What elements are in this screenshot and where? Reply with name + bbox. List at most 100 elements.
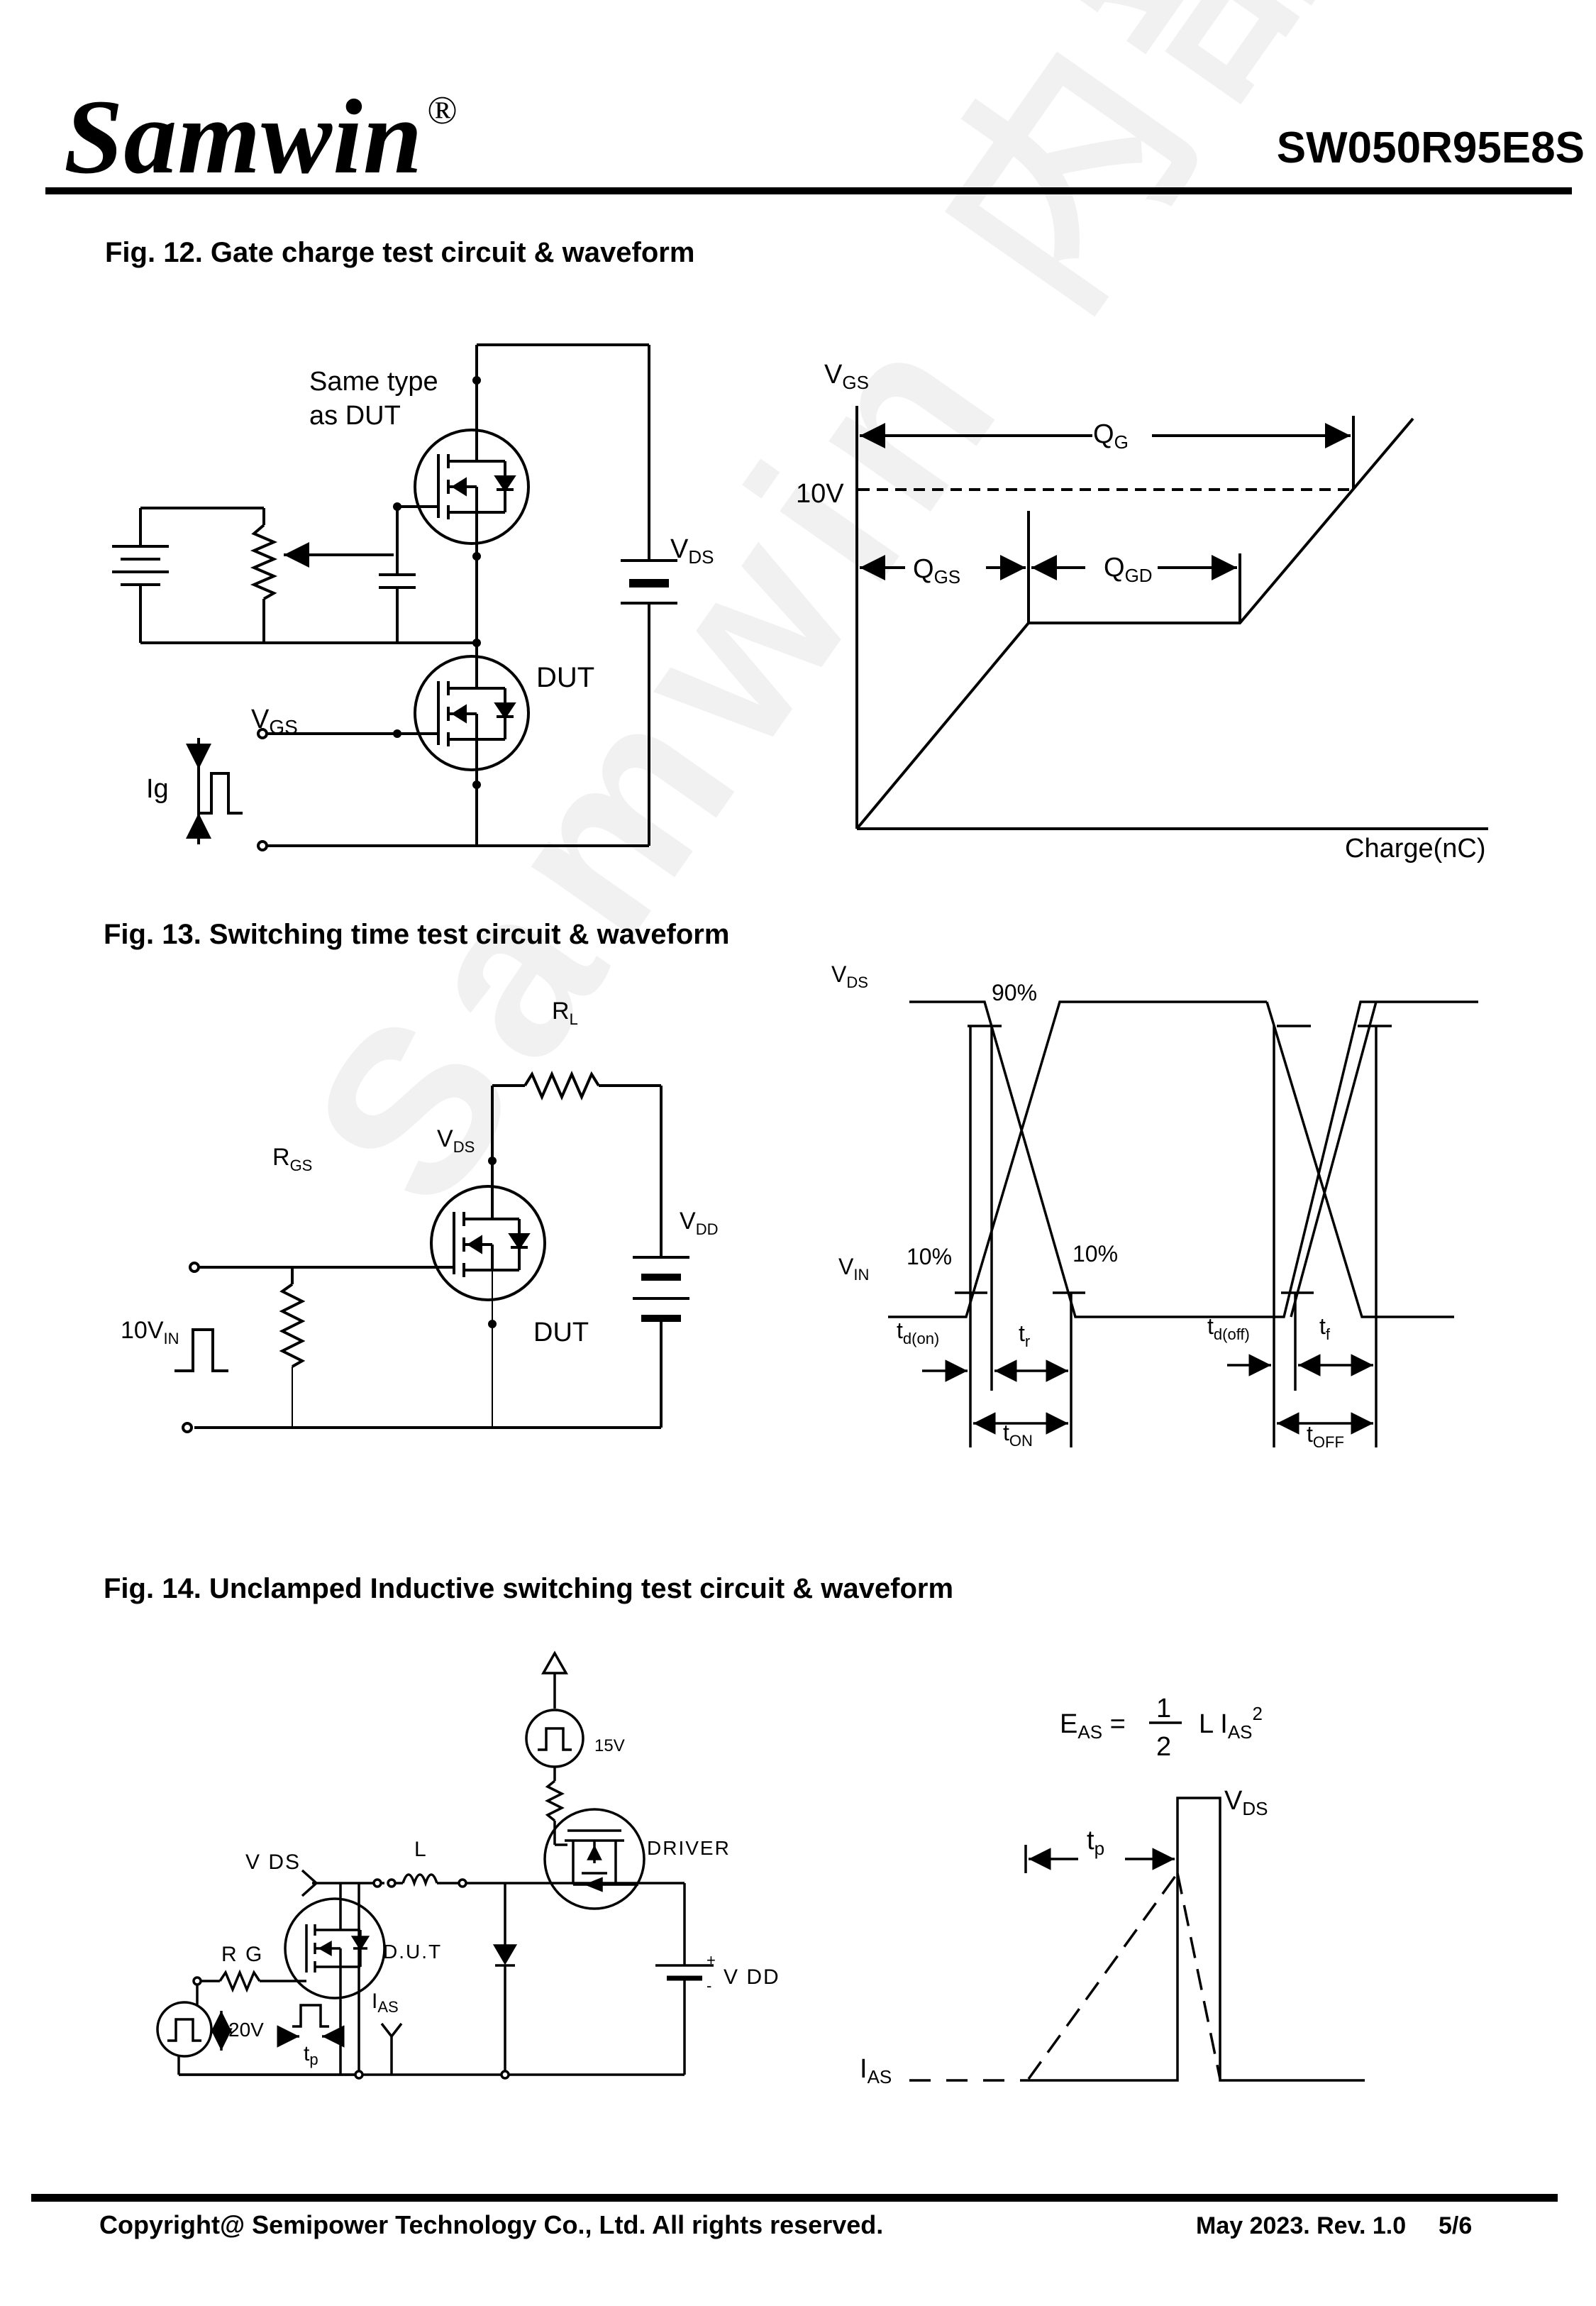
fig14-rg-resistor-icon — [218, 1969, 261, 1993]
fig13-rl-label: RL — [552, 998, 578, 1028]
fig13-vin-label: 10VIN — [121, 1317, 179, 1347]
fig14-tp-pulse-icon — [292, 2004, 329, 2028]
fig12-circuit-labels: Same type as DUT VDS DUT VGS Ig — [146, 367, 714, 804]
fig12-ig-pulse-icon — [186, 738, 243, 844]
fig14-vdd-battery-icon — [655, 1964, 714, 1981]
fig13-vin-wave-label: VIN — [838, 1254, 869, 1284]
fig14-15v-label: 15V — [594, 1736, 625, 1755]
fig13-junction-dots — [488, 1157, 497, 1328]
fig13-tr-label: tr — [1019, 1320, 1030, 1350]
fig12-potentiometer-icon — [250, 524, 278, 600]
fig14-vds-wave-label: VDS — [1224, 1786, 1268, 1819]
fig14-vds-trace — [1027, 1797, 1365, 2082]
part-number: SW050R95E8S — [1276, 123, 1585, 172]
fig14-circuit — [156, 1650, 714, 2080]
fig14-tp-label: tp — [304, 2042, 318, 2068]
fig14-circuit-labels: 15V DRIVER V DS L R G D.U.T IAS 20V tp V… — [221, 1736, 780, 2068]
fig12-junction-dots — [393, 376, 481, 789]
footer-copyright: Copyright@ Semipower Technology Co., Ltd… — [99, 2210, 884, 2239]
fig12-vgs-curve — [855, 417, 1414, 830]
fig13-dut-label: DUT — [533, 1318, 589, 1347]
fig14-ias-wave-label: IAS — [860, 2054, 892, 2087]
fig14-eas-label: EAS = — [1060, 1709, 1126, 1743]
fig13-dut-mosfet-icon — [430, 1157, 546, 1301]
fig14-title: Fig. 14. Unclamped Inductive switching t… — [104, 1573, 954, 1604]
fig13-vin-trace — [888, 1002, 1454, 1317]
footer-page-number: 5/6 — [1439, 2212, 1473, 2239]
fig12-vds-battery-icon — [621, 559, 677, 605]
fig13-vds-wave-label: VDS — [831, 961, 868, 991]
registered-mark: ® — [427, 89, 458, 133]
fig13-rgs-label: RGS — [272, 1144, 312, 1174]
fig14-ias-fall — [1176, 1872, 1221, 2080]
footer-rule — [31, 2194, 1558, 2202]
fig13-10pct-label-b: 10% — [1073, 1241, 1118, 1267]
footer-date-rev: May 2023. Rev. 1.0 — [1196, 2212, 1407, 2239]
fig13-waveform-labels: VDS 90% VIN 10% 10% td(on) tr td(off) tf… — [831, 961, 1344, 1451]
fig13-rl-resistor-icon — [523, 1071, 600, 1100]
fig13-vin-pulse-icon — [174, 1328, 228, 1372]
fig14-half-denominator: 2 — [1156, 1732, 1171, 1762]
fig12-vgs-label: VGS — [251, 705, 298, 738]
fig12-as-dut-label: as DUT — [309, 401, 401, 431]
fig12-charge-axis-label: Charge(nC) — [1345, 834, 1486, 864]
samwin-logo: Samwin® — [64, 84, 458, 190]
fig13-10pct-label-a: 10% — [907, 1244, 952, 1269]
fig13-circuit — [174, 1071, 689, 1433]
fig14-rg-label: R G — [221, 1943, 263, 1966]
fig13-toff-label: tOFF — [1307, 1421, 1344, 1451]
fig14-vdd-label: V DD — [724, 1965, 780, 1989]
fig14-freewheel-diode-icon — [492, 1883, 518, 2075]
fig14-dut-mosfet-icon — [284, 1883, 386, 1999]
fig12-waveform — [855, 406, 1488, 830]
fig13-vdd-battery-icon — [633, 1256, 689, 1322]
fig12-qg-label: QG — [1093, 419, 1129, 453]
fig14-driver-mosfet-icon — [543, 1808, 645, 1910]
fig14-driver-label: DRIVER — [647, 1837, 731, 1859]
fig12-battery-icon — [112, 545, 169, 586]
fig12-qgs-label: QGS — [913, 554, 960, 587]
fig14-l-ias-label: L IAS2 — [1199, 1703, 1263, 1743]
fig14-minus-label: - — [706, 1977, 711, 1995]
fig13-tdoff-label: td(off) — [1207, 1313, 1250, 1343]
fig13-title: Fig. 13. Switching time test circuit & w… — [104, 919, 730, 950]
fig13-vdd-label: VDD — [680, 1208, 718, 1238]
fig12-title: Fig. 12. Gate charge test circuit & wave… — [105, 237, 695, 268]
fig12-ig-label: Ig — [146, 774, 169, 804]
fig12-same-type-label: Same type — [309, 367, 438, 397]
fig12-top-mosfet-icon — [414, 429, 530, 553]
fig14-ias-rise — [1027, 1872, 1179, 2080]
fig13-tdon-label: td(on) — [897, 1318, 939, 1347]
fig14-waveform-labels: EAS = 1 2 L IAS2 VDS tp IAS — [860, 1694, 1268, 2087]
fig12-vgs-axis-label: VGS — [824, 360, 869, 393]
fig14-15v-source-icon — [525, 1709, 584, 1768]
fig13-waveform — [888, 1000, 1478, 1447]
fig12-dut-mosfet-icon — [414, 655, 530, 771]
fig13-tf-label: tf — [1319, 1313, 1331, 1343]
fig12-qgd-label: QGD — [1104, 553, 1153, 586]
fig12-vds-label: VDS — [670, 534, 714, 568]
fig14-20v-source-icon — [156, 2001, 213, 2058]
fig13-circuit-labels: RL RGS VDS VDD 10VIN DUT — [121, 998, 718, 1347]
fig14-supply-arrow-icon — [541, 1650, 569, 1675]
fig12-10v-label: 10V — [796, 479, 844, 509]
header-rule — [45, 187, 1572, 194]
fig13-vds-label: VDS — [437, 1125, 475, 1156]
fig14-dut-label: D.U.T — [383, 1941, 442, 1963]
fig14-tp-wave-label: tp — [1087, 1826, 1104, 1859]
fig12-circuit — [112, 343, 677, 851]
fig12-waveform-labels: VGS QG 10V QGS QGD Charge(nC) — [796, 360, 1486, 864]
fig14-half-numerator: 1 — [1156, 1694, 1171, 1723]
fig14-l-label: L — [414, 1838, 426, 1861]
fig13-ton-label: tON — [1003, 1420, 1033, 1450]
fig13-rgs-resistor-icon — [279, 1283, 306, 1368]
fig14-ias-label: IAS — [372, 1990, 399, 2016]
fig13-vds-trace — [909, 1000, 1478, 1318]
fig12-dut-label: DUT — [536, 662, 594, 693]
fig14-20v-label: 20V — [228, 2019, 264, 2041]
fig14-plus-label: + — [706, 1951, 716, 1969]
fig14-waveform — [909, 1721, 1365, 2082]
fig14-vds-label: V DS — [245, 1850, 301, 1874]
logo-text: Samwin — [64, 78, 423, 196]
